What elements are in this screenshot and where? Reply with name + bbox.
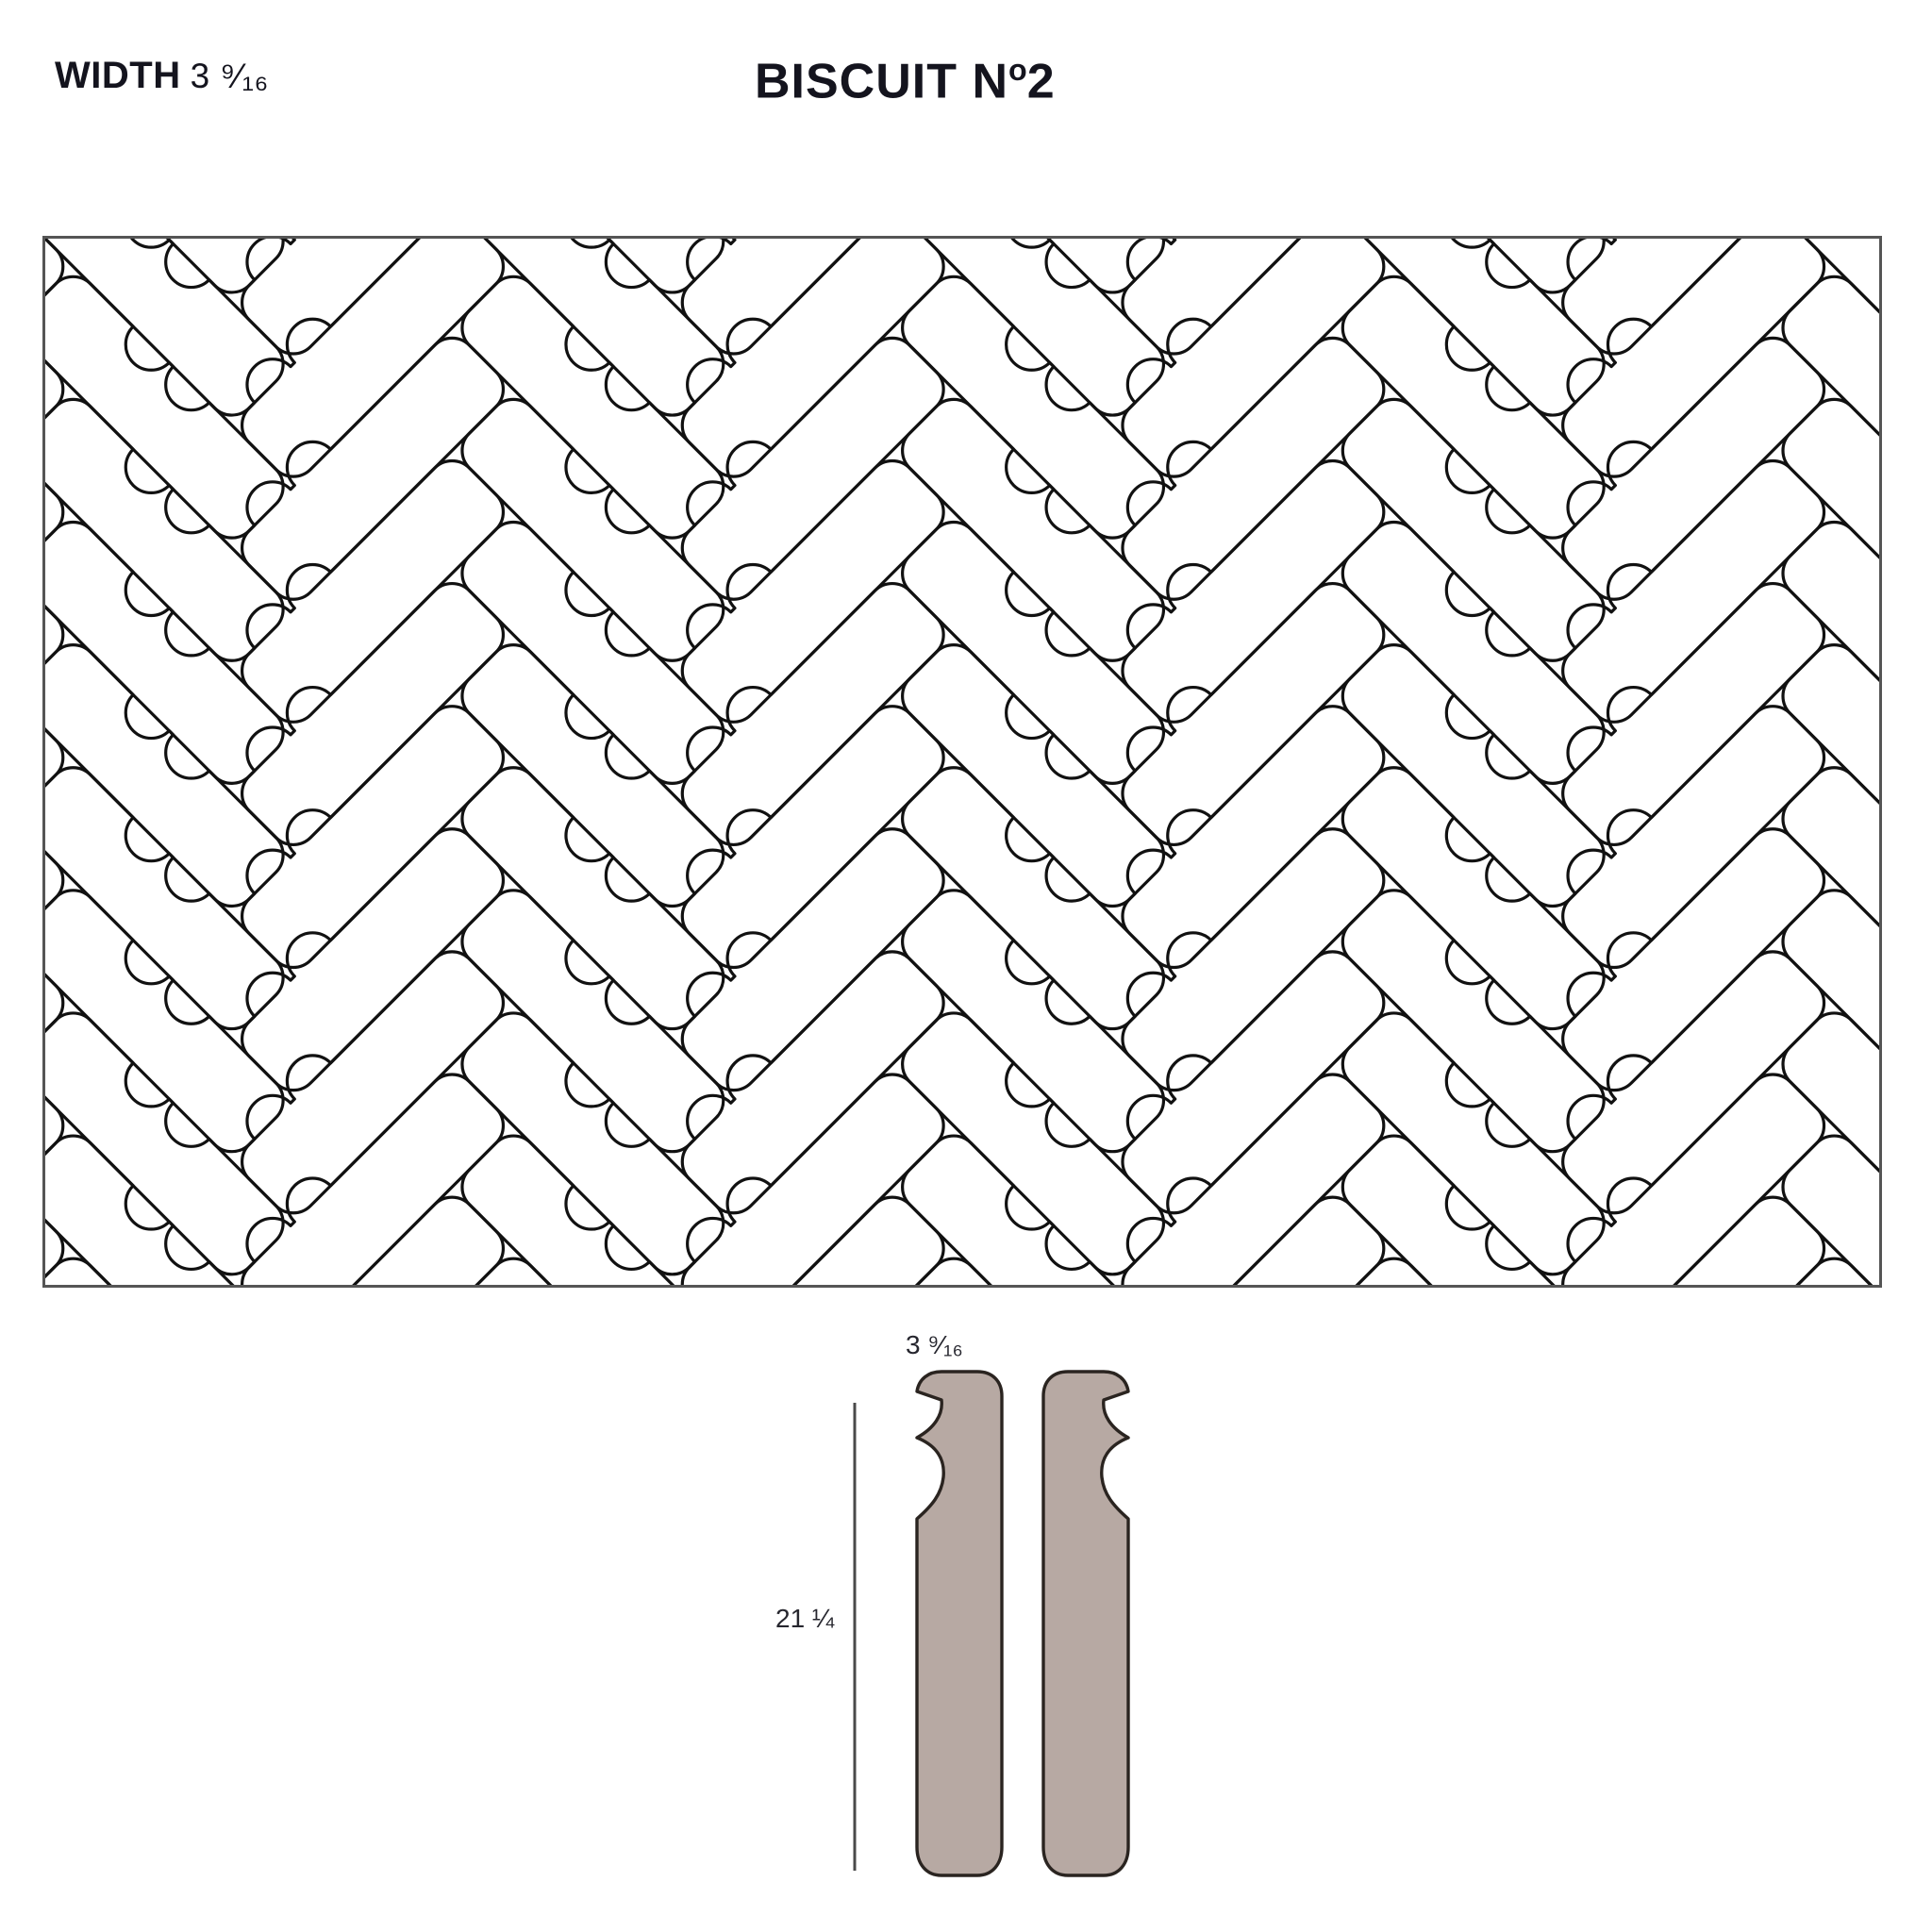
pattern-tile bbox=[1121, 236, 1386, 356]
pattern-tile bbox=[1561, 1073, 1826, 1288]
pattern-tile bbox=[240, 236, 506, 478]
pattern-tile bbox=[1781, 520, 1882, 785]
pattern-tile bbox=[240, 705, 506, 970]
pattern-tile bbox=[1561, 705, 1826, 970]
pattern-tile bbox=[1781, 1011, 1882, 1276]
pattern-tile bbox=[680, 950, 945, 1215]
pattern-tile bbox=[1561, 827, 1826, 1092]
biscuit-tile-left bbox=[915, 1370, 1004, 1877]
height-dimension-label: 21 ¼ bbox=[775, 1604, 835, 1633]
pattern-tile bbox=[680, 236, 945, 478]
pattern-tile bbox=[1121, 1073, 1386, 1288]
tile-profile-svg bbox=[853, 1370, 1130, 1877]
page-title: BISCUIT No2 bbox=[755, 55, 1056, 106]
page-title-number: 2 bbox=[1026, 54, 1056, 109]
pattern-tile bbox=[1561, 236, 1826, 478]
pattern-tile bbox=[1781, 275, 1882, 540]
pattern-panel bbox=[42, 236, 1882, 1288]
pattern-tile bbox=[1781, 1134, 1882, 1288]
biscuit-tile-right bbox=[1041, 1370, 1130, 1877]
pattern-tile bbox=[680, 1195, 945, 1288]
pattern-svg bbox=[42, 236, 1882, 1288]
pattern-tile bbox=[901, 1134, 1166, 1288]
pattern-tile bbox=[1121, 236, 1386, 478]
pattern-tile bbox=[1561, 458, 1826, 724]
pattern-tile bbox=[460, 1134, 725, 1288]
pattern-tile bbox=[1121, 827, 1386, 1092]
pattern-tile bbox=[1561, 950, 1826, 1215]
pattern-tile bbox=[1781, 766, 1882, 1031]
tile-profile-diagram bbox=[717, 1321, 1245, 1906]
pattern-tile bbox=[240, 236, 506, 356]
pattern-tile bbox=[240, 336, 506, 601]
pattern-tile bbox=[1561, 336, 1826, 601]
pattern-tile bbox=[240, 458, 506, 724]
pattern-tile bbox=[1121, 336, 1386, 601]
panel-border bbox=[42, 236, 1882, 1288]
pattern-tile bbox=[1121, 581, 1386, 847]
page-title-ordinal: o bbox=[1008, 53, 1027, 87]
pattern-tiles bbox=[42, 236, 1882, 1288]
pattern-tile bbox=[240, 827, 506, 1092]
pattern-tile bbox=[1121, 1195, 1386, 1288]
pattern-tile bbox=[680, 705, 945, 970]
pattern-tile bbox=[240, 581, 506, 847]
pattern-tile bbox=[1781, 889, 1882, 1154]
pattern-tile bbox=[680, 336, 945, 601]
pattern-tile bbox=[1781, 397, 1882, 662]
pattern-tile bbox=[680, 827, 945, 1092]
pattern-tile bbox=[1121, 705, 1386, 970]
pattern-tile bbox=[240, 1195, 506, 1288]
pattern-tile bbox=[240, 950, 506, 1215]
width-label-text: WIDTH bbox=[55, 55, 181, 96]
pattern-tile bbox=[680, 458, 945, 724]
pattern-tile bbox=[1561, 236, 1826, 356]
pattern-tile bbox=[1341, 1134, 1606, 1288]
pattern-tile bbox=[1561, 1195, 1826, 1288]
pattern-tile bbox=[1121, 458, 1386, 724]
pattern-tile bbox=[1781, 643, 1882, 908]
pattern-tile bbox=[680, 1073, 945, 1288]
pattern-tile bbox=[1121, 950, 1386, 1215]
width-dimension-label: 3 ⁹⁄₁₆ bbox=[906, 1330, 963, 1359]
pattern-tile bbox=[680, 236, 945, 356]
width-value-text: 3 ⁹⁄₁₆ bbox=[190, 57, 269, 95]
pattern-tile bbox=[680, 581, 945, 847]
pattern-tile bbox=[1561, 581, 1826, 847]
page-title-main: BISCUIT N bbox=[755, 54, 1008, 109]
pattern-tile bbox=[240, 1073, 506, 1288]
